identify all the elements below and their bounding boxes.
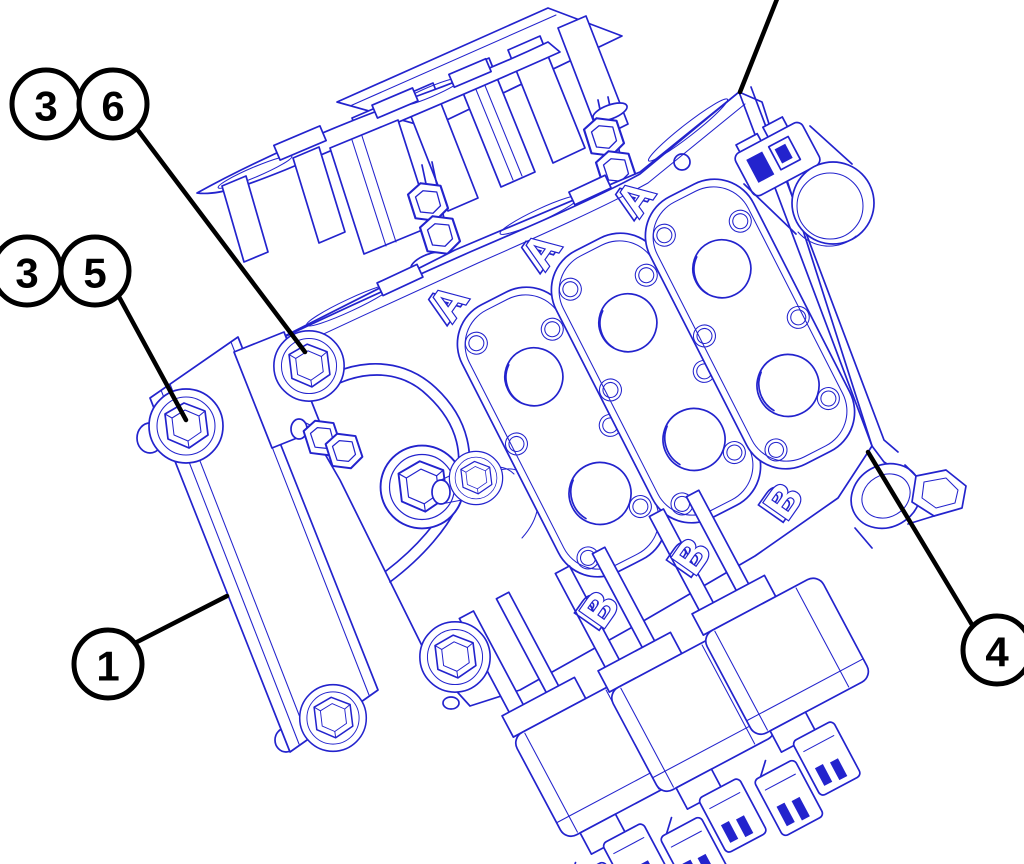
callout-balloon-5[interactable]: 5 [58, 234, 132, 308]
hex-nut [406, 182, 450, 222]
leader-line-1 [132, 593, 230, 646]
svg-text:1: 1 [96, 643, 119, 690]
callout-balloon-4[interactable]: 4 [960, 613, 1024, 687]
svg-text:6: 6 [101, 83, 124, 130]
leader-line-6 [134, 126, 308, 355]
svg-text:3: 3 [34, 83, 57, 130]
hex-bolt-bottom-right [419, 621, 491, 693]
leader-line-4 [865, 449, 977, 631]
hex-bolt-bottom-left [298, 683, 368, 753]
inlet-plug [911, 469, 967, 517]
callout-balloon-6[interactable]: 6 [76, 67, 150, 141]
hex-nut [582, 117, 626, 157]
callout-balloon-3-left[interactable]: 3 [0, 234, 64, 308]
callout-balloons: 3 6 3 5 1 4 [0, 67, 1024, 701]
leader-line-5 [115, 292, 189, 423]
hex-nut [418, 215, 462, 255]
callout-balloon-3-top[interactable]: 3 [9, 67, 83, 141]
svg-text:5: 5 [83, 250, 106, 297]
top-manifold [196, 7, 638, 279]
leader-line-offscreen [737, 0, 780, 95]
stud-double-nut [290, 418, 364, 470]
nut-stack-right [582, 96, 638, 216]
inlet-end-right [734, 116, 967, 549]
solenoid-connector-block [734, 116, 821, 197]
hex-plug-small [431, 450, 504, 506]
callout-balloon-1[interactable]: 1 [71, 627, 145, 701]
hex-bolt-top-left [148, 388, 224, 464]
end-plate [136, 330, 504, 753]
svg-text:4: 4 [985, 629, 1009, 676]
manifold-front-tier [196, 41, 561, 263]
relief-valve-cap [743, 125, 875, 247]
hex-bolt-top-right [273, 330, 345, 402]
svg-text:3: 3 [15, 250, 38, 297]
leader-lines [115, 0, 977, 646]
